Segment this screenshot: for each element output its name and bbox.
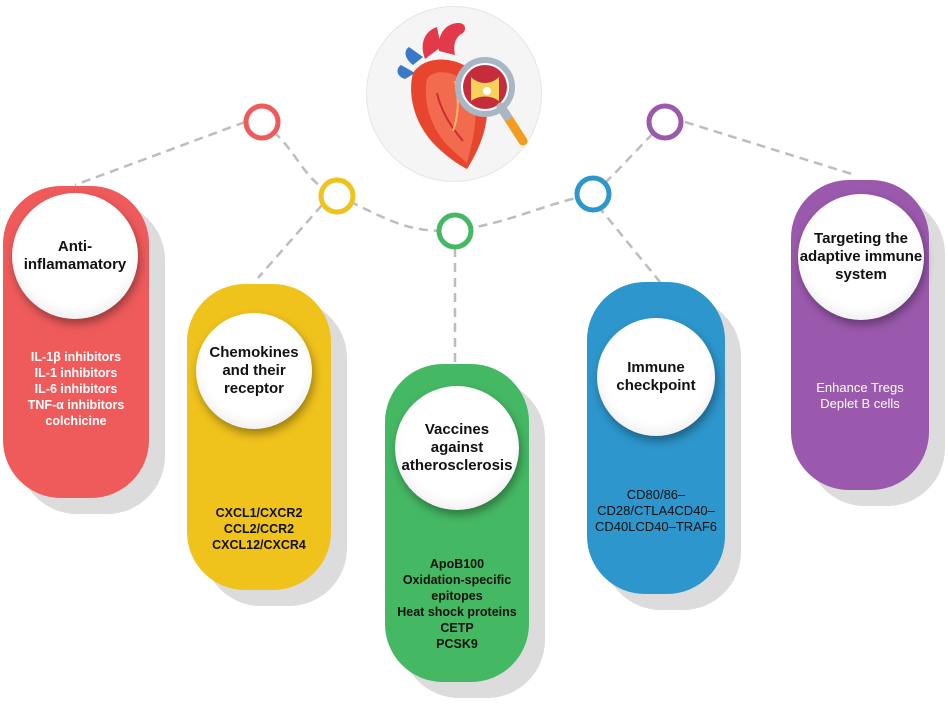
list-item: Heat shock proteins (397, 605, 517, 619)
list-item: Oxidation-specific (402, 573, 512, 587)
list-item: CXCL1/CXCR2 (215, 506, 303, 520)
bubble-vaccines: Vaccines against atherosclerosis (395, 386, 519, 510)
ring-red (243, 103, 281, 141)
bubble-immune-checkpoint: Immune checkpoint (597, 318, 715, 436)
immune-checkpoint-items: CD80/86– CD28/CTLA4CD40– CD40LCD40–TRAF6 (587, 487, 725, 535)
list-item: TNF-α inhibitors (27, 398, 125, 412)
list-item: epitopes (431, 589, 483, 603)
list-item: CETP (440, 621, 474, 635)
ring-blue (574, 175, 612, 213)
list-item: PCSK9 (436, 637, 478, 651)
heart-with-magnifier-icon (397, 23, 528, 169)
list-item: CD28/CTLA4CD40– (597, 503, 715, 518)
list-item: CD80/86– (626, 487, 686, 502)
ring-yellow (318, 177, 356, 215)
bubble-chemokines: Chemokines and their receptor (196, 313, 312, 429)
vaccines-title: Vaccines against atherosclerosis (401, 421, 513, 474)
list-item: colchicine (45, 414, 107, 428)
connector-blue (597, 205, 661, 283)
anti-inflammatory-title: Anti- inflamamatory (23, 238, 127, 273)
list-item: ApoB100 (429, 557, 485, 571)
bubble-adaptive-immune: Targeting the adaptive immune system (798, 194, 924, 320)
connector-yellow (257, 204, 323, 279)
ring-green (436, 212, 474, 250)
list-item: IL-6 inhibitors (34, 382, 118, 396)
chemokines-title: Chemokines and their receptor (209, 344, 299, 397)
vaccines-items: ApoB100 Oxidation-specific epitopes Heat… (385, 556, 529, 652)
list-item: Deplet B cells (820, 396, 900, 411)
list-item: IL-1β inhibitors (30, 350, 122, 364)
chemokines-items: CXCL1/CXCR2 CCL2/CCR2 CXCL12/CXCR4 (187, 505, 331, 553)
list-item: IL-1 inhibitors (34, 366, 118, 380)
heart-illustration (366, 6, 542, 182)
ring-purple (646, 103, 684, 141)
immune-checkpoint-title: Immune checkpoint (616, 359, 696, 394)
list-item: CXCL12/CXCR4 (212, 538, 306, 552)
adaptive-immune-items: Enhance Tregs Deplet B cells (791, 380, 929, 412)
list-item: CCL2/CCR2 (223, 522, 295, 536)
list-item: CD40LCD40–TRAF6 (594, 519, 718, 534)
anti-inflammatory-items: IL-1β inhibitors IL-1 inhibitors IL-6 in… (3, 349, 149, 429)
bubble-anti-inflammatory: Anti- inflamamatory (12, 193, 138, 319)
connector-red (74, 120, 246, 187)
connector-purple (684, 120, 856, 177)
adaptive-immune-title: Targeting the adaptive immune system (799, 230, 923, 283)
list-item: Enhance Tregs (816, 380, 904, 395)
